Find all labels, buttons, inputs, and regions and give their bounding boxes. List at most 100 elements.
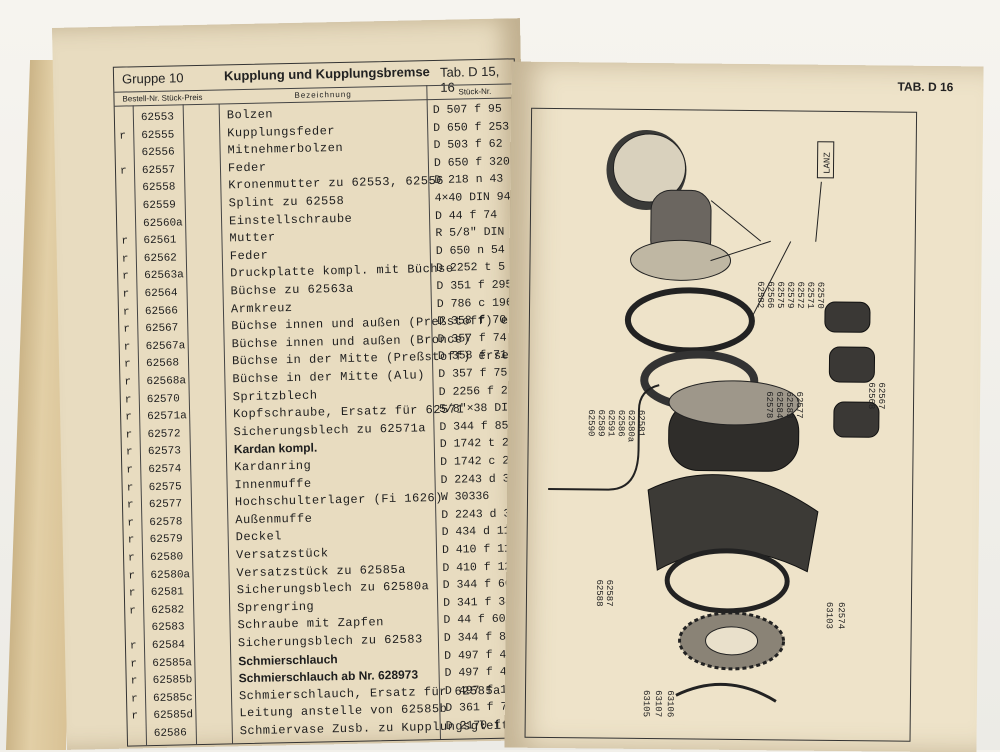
piece-number: D 786 c 196	[436, 296, 513, 311]
part-callout: 62589	[596, 409, 606, 436]
replacement-marker: r	[125, 429, 133, 442]
order-number: 62582	[151, 604, 185, 617]
replacement-marker: r	[122, 306, 130, 319]
part-description: Hochschulterlager (Fi 1626)	[234, 491, 444, 510]
replacement-marker: r	[126, 481, 134, 495]
order-number: 62561	[143, 234, 177, 248]
part-description: Bolzen	[226, 107, 274, 123]
col-header-stueck: Stück-Nr.	[458, 86, 492, 97]
replacement-marker: r	[126, 464, 134, 477]
order-number: 62583	[151, 621, 185, 635]
piece-number: D 357 f 75	[438, 366, 508, 381]
part-description: Kupplungsfeder	[227, 123, 336, 140]
piece-number: D 650 f 253	[433, 120, 510, 135]
replacement-marker: r	[127, 517, 135, 530]
leader-line	[815, 181, 822, 242]
part-description: Kardanring	[234, 458, 312, 475]
replacement-marker: r	[128, 569, 136, 583]
piece-number: W 30336	[440, 490, 490, 505]
part-description: Feder	[227, 160, 267, 176]
replacement-marker: r	[130, 693, 138, 706]
col-header-bestell: Bestell-Nr. Stück-Preis	[122, 92, 203, 104]
part-callout: 62583	[784, 391, 794, 418]
piece-number: D 497 f 47	[444, 665, 514, 681]
replacement-marker: r	[124, 394, 132, 407]
order-number: 62568	[145, 357, 180, 371]
order-number: 62568a	[146, 375, 187, 389]
piece-number: D 507 f 95	[432, 102, 502, 118]
order-number: 62579	[149, 533, 183, 547]
tab-label: TAB. D 16	[897, 79, 954, 95]
order-number: 62567a	[145, 340, 186, 353]
piece-number: D 344 f 66	[442, 577, 512, 593]
part-callout: 62574	[836, 602, 846, 629]
order-number: 62585a	[152, 656, 193, 670]
replacement-marker: r	[126, 499, 134, 512]
order-number: 62573	[147, 445, 182, 459]
piece-number: D 650 n 54	[435, 243, 505, 258]
part-description: Sprengring	[237, 599, 315, 616]
part-description: Sicherungsblech zu 62571a	[233, 421, 427, 440]
order-number: 62575	[148, 480, 182, 494]
snap-ring	[675, 682, 777, 703]
part-callout: 63105	[641, 690, 651, 717]
order-number: 62574	[148, 463, 182, 477]
order-number: 62580a	[150, 568, 191, 582]
piece-number: D 341 f 34	[442, 595, 513, 610]
part-callout: 62567	[876, 382, 886, 409]
replacement-marker: r	[130, 657, 138, 671]
part-description: Außenmuffe	[235, 511, 313, 528]
replacement-marker: r	[121, 235, 129, 248]
piece-number: D 503 f 62	[433, 137, 503, 153]
piece-number: D 650 f 320	[433, 155, 510, 170]
piece-number: D 497 f 44	[444, 648, 514, 663]
leader-line	[749, 241, 792, 322]
order-number: 62584	[151, 639, 186, 653]
replacement-marker: r	[125, 411, 132, 424]
leader-line	[710, 240, 771, 262]
kardan-housing	[647, 474, 819, 573]
part-callout: 62586	[616, 410, 626, 437]
order-number: 62578	[149, 516, 183, 529]
part-callout: 63103	[824, 602, 834, 629]
order-number: 62585d	[153, 709, 194, 723]
part-description: Kopfschraube, Ersatz für 62571	[232, 402, 465, 422]
part-description: Einstellschraube	[228, 211, 353, 228]
piece-number: D 344 f 85	[439, 419, 509, 434]
piece-number: D 344 f 84	[443, 630, 514, 645]
replacement-marker: r	[129, 640, 137, 653]
part-description: Versatzstück	[235, 546, 329, 563]
replacement-marker: r	[131, 710, 139, 723]
part-description: Leitung anstelle von 62585b	[239, 702, 448, 721]
part-callout: 62575	[775, 281, 785, 308]
piece-number: D 2252 t 5	[435, 260, 506, 276]
part-callout: 62590	[586, 409, 596, 436]
order-number: 62555	[141, 129, 175, 142]
order-number: 62581	[150, 586, 184, 600]
part-callout: 62570	[815, 282, 825, 309]
piece-number: D 2256 f 2	[438, 384, 508, 399]
right-page: TAB. D 16	[504, 61, 984, 752]
muffe-top	[668, 380, 800, 426]
part-callout: 62581	[636, 410, 646, 437]
replacement-marker: r	[124, 376, 132, 389]
part-callout: 62584	[774, 391, 784, 418]
part-description: Versatzstück zu 62585a	[236, 562, 406, 580]
order-number: 62571a	[147, 410, 187, 424]
piece-number: D 358 f 70	[437, 313, 507, 329]
part-description: Deckel	[235, 529, 283, 545]
part-description: Schraube mit Zapfen	[237, 615, 384, 633]
part-description: Druckplatte kompl. mit Büchse	[230, 262, 454, 281]
part-callout: 62588	[594, 579, 604, 606]
part-callout: 62580a	[626, 410, 636, 443]
order-number: 62558	[142, 181, 176, 195]
replacement-marker: r	[128, 587, 136, 600]
part-description: Sicherungsblech zu 62583	[237, 632, 423, 651]
part-callout: 62568	[866, 382, 876, 409]
part-description: Sicherungsblech zu 62580a	[236, 579, 430, 598]
order-number: 62586	[153, 727, 187, 741]
piece-number: D 1742 c 21	[440, 454, 517, 469]
col-header-bezeichnung: Bezeichnung	[294, 89, 352, 100]
order-number: 62577	[148, 498, 183, 512]
